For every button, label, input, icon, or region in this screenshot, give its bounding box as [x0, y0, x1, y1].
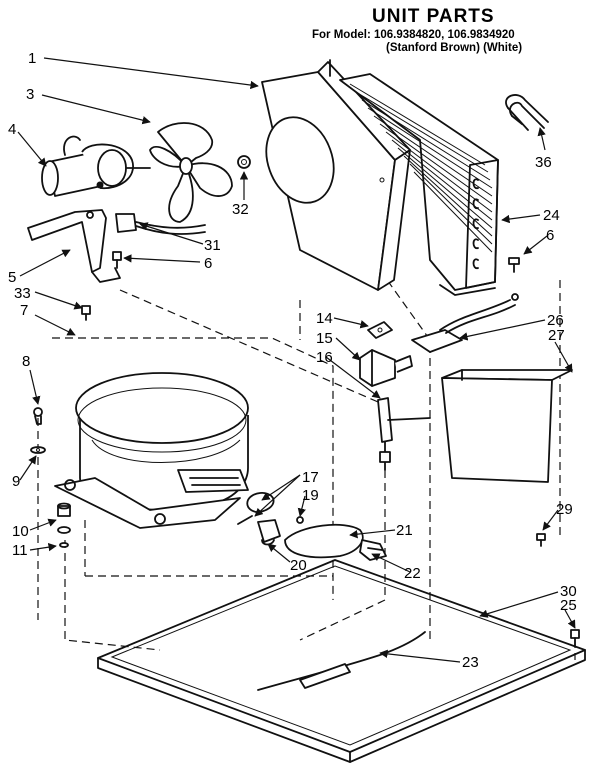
callout-3: 3 [26, 86, 34, 103]
screws [81, 251, 580, 647]
callout-32: 32 [232, 201, 249, 218]
callout-16: 16 [316, 349, 333, 366]
condenser-coil [339, 73, 499, 296]
callout-9: 9 [12, 473, 20, 490]
callout-11: 11 [12, 542, 28, 559]
leader-lines [17, 57, 576, 663]
callout-1: 1 [28, 50, 36, 67]
model-colors: (Stanford Brown) (White) [386, 42, 522, 54]
motor-bracket [27, 209, 121, 283]
thermostat-clip [367, 321, 393, 339]
callout-36: 36 [535, 154, 552, 171]
callout-5: 5 [8, 269, 16, 286]
callout-27: 27 [548, 327, 565, 344]
grommets [30, 407, 71, 548]
wire-harness [411, 293, 519, 353]
callout-19: 19 [302, 487, 319, 504]
control-switch [359, 349, 413, 387]
callout-8: 8 [22, 353, 30, 370]
callout-26: 26 [547, 312, 564, 329]
thermostat [377, 397, 431, 471]
callout-33: 33 [14, 285, 31, 302]
model-numbers: For Model: 106.9384820, 106.9834920 [312, 29, 515, 41]
callout-23: 23 [462, 654, 479, 671]
terminal-cover [284, 523, 387, 561]
callout-29: 29 [556, 501, 573, 518]
fan-blade [149, 122, 233, 223]
callout-numbers: 1 3 4 36 32 24 6 31 5 6 33 7 14 26 15 27… [8, 50, 577, 671]
callout-20: 20 [290, 557, 307, 574]
fan-shroud [261, 59, 411, 291]
fan-motor [41, 135, 151, 197]
callout-21: 21 [396, 522, 413, 539]
diagram-title: UNIT PARTS [372, 6, 495, 27]
callout-22: 22 [404, 565, 421, 582]
callout-14: 14 [316, 310, 333, 327]
compressor [54, 372, 249, 529]
fan-nut [237, 155, 251, 169]
callout-6-left: 6 [204, 255, 212, 272]
callout-30: 30 [560, 583, 577, 600]
capillary-tube [257, 631, 426, 691]
callout-24: 24 [543, 207, 560, 224]
callout-6-right: 6 [546, 227, 554, 244]
callout-4: 4 [8, 121, 16, 138]
callout-31: 31 [204, 237, 221, 254]
callout-25: 25 [560, 597, 577, 614]
callout-7: 7 [20, 302, 28, 319]
callout-17: 17 [302, 469, 319, 486]
control-bracket [441, 369, 573, 483]
callout-15: 15 [316, 330, 333, 347]
callout-10: 10 [12, 523, 29, 540]
coil-clip [505, 94, 549, 131]
base-pan [97, 559, 586, 763]
